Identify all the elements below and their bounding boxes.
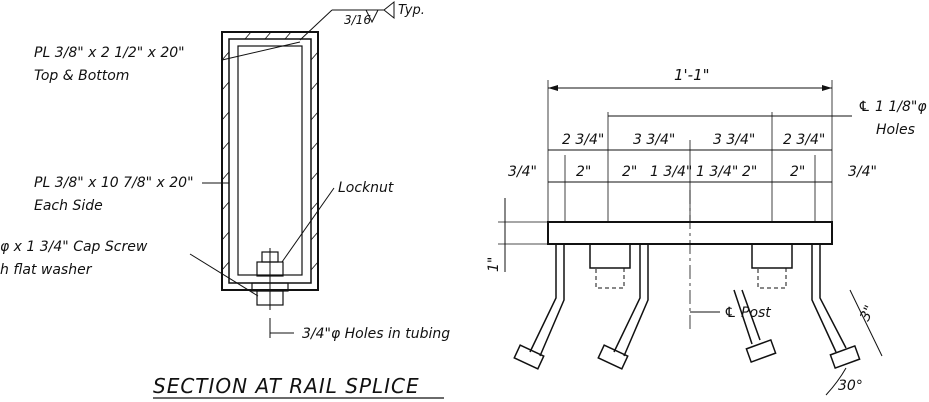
cap-screw-label: φ x 1 3/4" Cap Screw — [0, 239, 148, 255]
extension-lines — [547, 80, 833, 222]
locknut-label: Locknut — [338, 180, 394, 196]
post-label: ℄ Post — [724, 305, 771, 321]
row2-dim-5: 2" — [742, 164, 757, 180]
row1-dim-3: 3 3/4" — [713, 132, 755, 148]
overall-dim-label: 1'-1" — [674, 66, 710, 84]
row2-dim-2: 2" — [622, 164, 637, 180]
end-left-dim: 3/4" — [508, 164, 537, 180]
holes-in-tubing-label: 3/4"φ Holes in tubing — [302, 326, 450, 342]
row2-dim-1: 2" — [576, 164, 591, 180]
end-right-dim: 3/4" — [848, 164, 877, 180]
plate-side-label: PL 3/8" x 10 7/8" x 20" — [34, 175, 194, 191]
plate-side-note: Each Side — [34, 198, 103, 214]
row2-dim-3: 1 3/4" — [650, 164, 692, 180]
weld-size-label: 3/16 — [344, 13, 371, 27]
row2-dim-4: 1 3/4" — [696, 164, 738, 180]
cap-screw-note: h flat washer — [0, 262, 93, 278]
row1-dim-1: 2 3/4" — [562, 132, 604, 148]
section-title: SECTION AT RAIL SPLICE — [153, 374, 420, 398]
plate-top-bottom-note: Top & Bottom — [34, 68, 129, 84]
nut-left — [589, 243, 631, 289]
row2-dim-6: 2" — [790, 164, 805, 180]
thickness-dim: 1" — [486, 257, 502, 272]
row1-dim-4: 2 3/4" — [783, 132, 825, 148]
leg-length-dim: 3" — [857, 303, 878, 324]
angle-label: 30° — [838, 378, 863, 394]
weld-symbol — [299, 0, 395, 41]
cap-screw-assembly — [251, 248, 289, 310]
holes-note-sub: Holes — [876, 122, 915, 138]
holes-note-label: ℄ 1 1/8"φ — [858, 99, 927, 115]
legs — [513, 244, 861, 370]
plate-top-bottom-label: PL 3/8" x 2 1/2" x 20" — [34, 45, 185, 61]
weld-typ-label: Typ. — [398, 3, 425, 18]
row1-dim-2: 3 3/4" — [633, 132, 675, 148]
nut-right — [751, 243, 793, 289]
